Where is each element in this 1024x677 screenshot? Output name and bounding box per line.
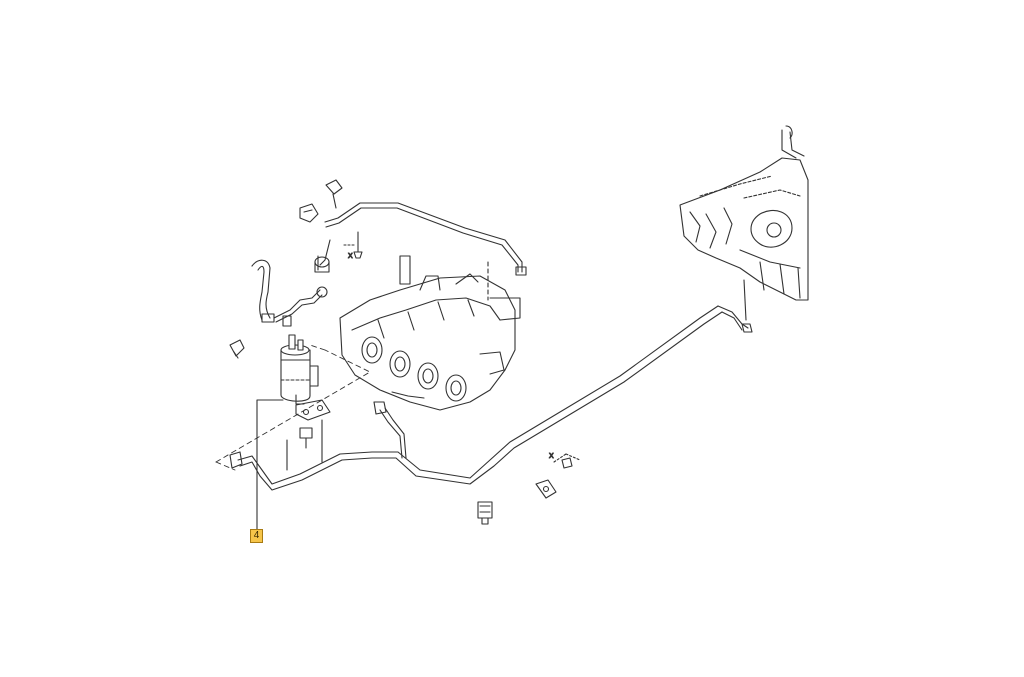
upper-bolt: X (343, 231, 363, 261)
upper-hose-fitting (325, 179, 343, 209)
canister-clip (229, 339, 245, 359)
lower-axis-label: X (549, 453, 554, 460)
callout-number-4[interactable]: 4 (250, 529, 263, 543)
canister-bracket (286, 399, 331, 471)
lower-right-bolt: X (548, 452, 581, 469)
purge-solenoid (477, 501, 493, 525)
lower-right-clip (535, 479, 557, 499)
dashed-alignment-frame (215, 344, 371, 471)
upper-vent-hose (317, 202, 527, 276)
intake-manifold (339, 255, 521, 411)
upper-axis-label: X (348, 253, 353, 260)
lower-vapor-lines (229, 305, 723, 491)
evap-canister (280, 334, 319, 405)
vacuum-valve (314, 256, 330, 273)
manifold-drop-line (373, 401, 407, 459)
curved-rubber-hose (251, 259, 275, 323)
upper-hose-clip (299, 203, 319, 223)
right-vapor-line (717, 279, 753, 333)
engine-block (679, 125, 809, 301)
callout-leader-line (256, 399, 284, 530)
purge-line (273, 286, 328, 327)
